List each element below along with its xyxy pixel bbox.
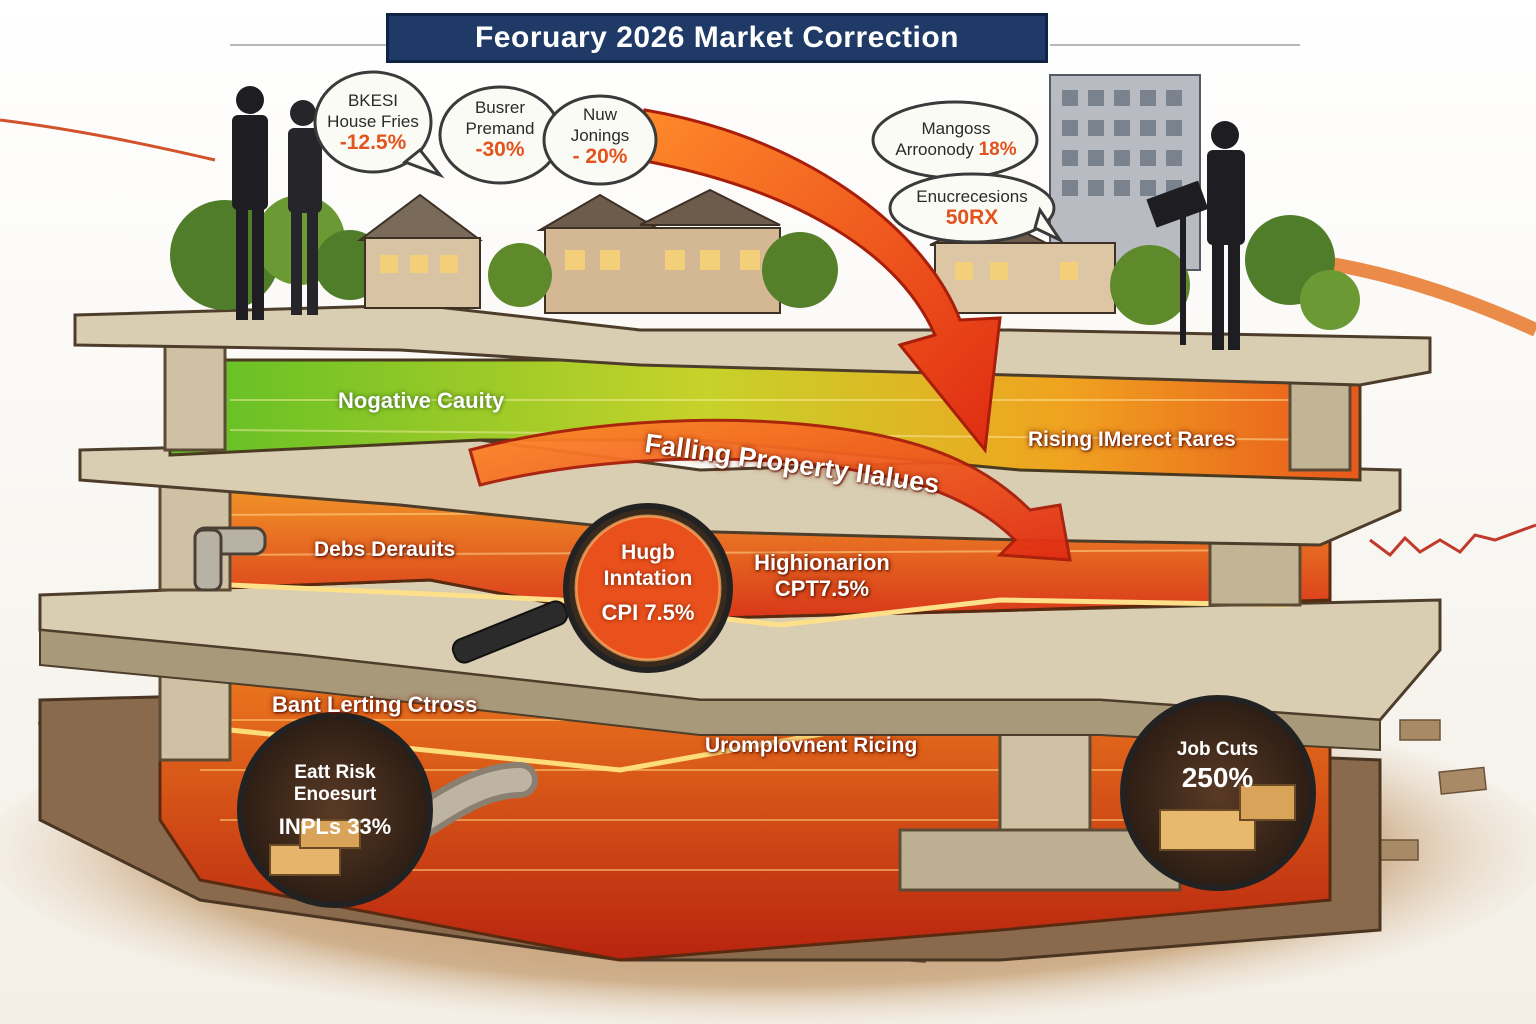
bubble-new-listings-line2: Jonings bbox=[570, 126, 630, 145]
bubble-mortgage-arrears-line1: Mangoss bbox=[921, 119, 991, 138]
circle-risk-line2: Enoesurt bbox=[293, 784, 377, 805]
glow-line-middle bbox=[229, 582, 1291, 628]
circle-risk-exposure bbox=[237, 712, 433, 908]
bubble-new-listings-line1: Nuw bbox=[582, 105, 617, 124]
falling-values-band bbox=[468, 418, 1072, 562]
bubble-house-prices-line1: BKESI bbox=[347, 91, 399, 110]
house-center bbox=[536, 188, 781, 314]
circle-jobs-text: Job Cuts 250% bbox=[1150, 738, 1285, 793]
bubble-house-prices-value: -12.5% bbox=[339, 131, 407, 154]
circle-jobs-value: 250% bbox=[1181, 762, 1254, 793]
trees-center bbox=[488, 232, 838, 308]
label-high-inflation: Highionarion CPT7.5% bbox=[752, 550, 892, 602]
circle-job-cuts bbox=[1120, 695, 1316, 891]
circle-inflation-line1: Hugb bbox=[621, 541, 675, 564]
bubble-buyer-demand-line1: Busrer bbox=[474, 98, 526, 117]
circle-jobs-line1: Job Cuts bbox=[1176, 739, 1259, 760]
title-banner: Feoruary 2026 Market Correction bbox=[386, 13, 1048, 63]
left-trend-line bbox=[0, 118, 216, 162]
house-left bbox=[357, 193, 483, 309]
falling-arrow bbox=[638, 108, 1002, 454]
stone-pillar-top-left bbox=[163, 338, 227, 452]
bubble-buyer-demand-value: -30% bbox=[475, 138, 525, 161]
speech-bubble-new-listings bbox=[542, 94, 658, 186]
label-unemployment: Uromplovnent Ricing bbox=[705, 734, 918, 757]
bubble-buyer-demand: Busrer Premand -30% bbox=[444, 97, 556, 160]
businesswoman-silhouette-left bbox=[288, 100, 322, 315]
circle-risk-value: INPLs 33% bbox=[278, 814, 392, 839]
pipe-left bbox=[193, 526, 267, 592]
label-high-inflation-title: Highionarion bbox=[754, 550, 890, 575]
circle-risk-text: Eatt Risk Enoesurt INPLs 33% bbox=[270, 762, 400, 838]
bubble-mortgage-arrears-line2: Arroonody bbox=[895, 140, 974, 159]
page-title: Feoruary 2026 Market Correction bbox=[474, 21, 959, 54]
label-high-inflation-value: CPT7.5% bbox=[774, 576, 870, 601]
speech-bubble-repossessions bbox=[888, 172, 1065, 244]
bubble-mortgage-arrears-value: 18% bbox=[978, 139, 1017, 160]
label-negative-equity: Nogative Cauity bbox=[338, 388, 505, 413]
presenter-silhouette-right bbox=[1146, 121, 1245, 350]
office-tower bbox=[1049, 74, 1201, 271]
bubble-repossessions: Enucrecesions 50RX bbox=[892, 186, 1052, 228]
label-bank-lending: Bant Lerting Ctross bbox=[272, 692, 478, 717]
bubble-house-prices-line2: House Fries bbox=[327, 112, 419, 131]
circle-inflation-line2: Inntation bbox=[603, 567, 693, 590]
bubble-buyer-demand-line2: Premand bbox=[465, 119, 535, 138]
circle-inflation-text: Hugb Inntation CPI 7.5% bbox=[588, 540, 708, 626]
bubble-new-listings-value: - 20% bbox=[572, 145, 628, 168]
speech-bubble-house-prices bbox=[313, 70, 445, 179]
circle-risk-line1: Eatt Risk bbox=[294, 762, 376, 783]
bubble-mortgage-arrears: Mangoss Arroonody 18% bbox=[876, 118, 1036, 160]
trees-right bbox=[1110, 215, 1360, 330]
bubble-repossessions-line1: Enucrecesions bbox=[916, 187, 1028, 206]
bubble-house-prices: BKESI House Fries -12.5% bbox=[318, 90, 428, 153]
label-debt-defaults: Debs Derauits bbox=[314, 538, 456, 561]
slab-middle-edge bbox=[39, 628, 1381, 752]
market-ticker-line bbox=[1369, 523, 1536, 558]
bubble-repossessions-value: 50RX bbox=[945, 206, 999, 229]
businessman-silhouette-left bbox=[232, 86, 268, 320]
circle-inflation-value: CPI 7.5% bbox=[601, 600, 695, 625]
bubble-new-listings: Nuw Jonings - 20% bbox=[548, 104, 652, 167]
right-trend-line bbox=[1318, 255, 1536, 337]
slab-top bbox=[73, 303, 1432, 387]
label-rising-rates: Rising IMerect Rares bbox=[1028, 428, 1236, 451]
magnifier-inflation bbox=[451, 503, 733, 673]
